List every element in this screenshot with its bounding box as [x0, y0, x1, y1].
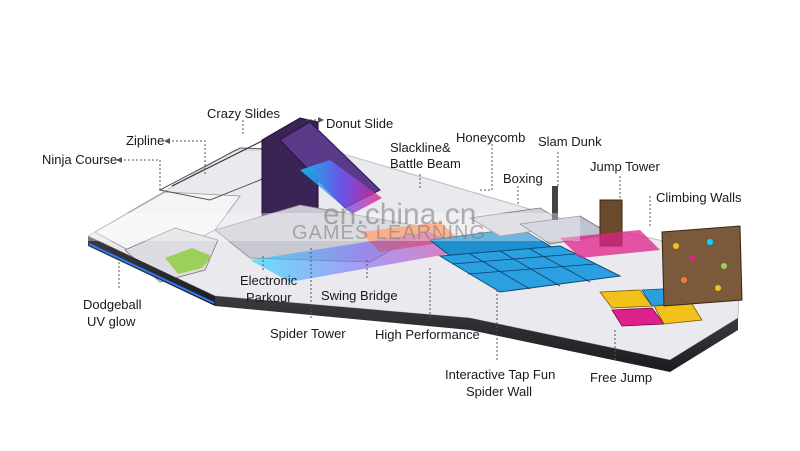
label-crazy-slides: Crazy Slides — [207, 106, 280, 121]
label-ninja-course: Ninja Course — [42, 152, 118, 167]
label-climbing-walls: Climbing Walls — [656, 190, 742, 205]
label-high-performance: High Performance — [375, 327, 480, 342]
label-electronic-line2: Parkour — [246, 290, 292, 305]
label-dodgeball-line1: Dodgeball — [83, 297, 142, 312]
climbing-walls — [661, 225, 743, 307]
left-wall-glow — [88, 243, 215, 304]
label-dodgeball-line2: UV glow — [87, 314, 136, 329]
label-electronic-line1: Electronic — [240, 273, 298, 288]
label-slam-dunk: Slam Dunk — [538, 134, 602, 149]
label-free-jump: Free Jump — [590, 370, 653, 385]
watermark-brand: GAMES LEARNING — [292, 222, 487, 244]
label-zipline: Zipline — [126, 133, 165, 148]
lower-outer-wall — [215, 296, 670, 372]
label-spider-tower: Spider Tower — [270, 326, 346, 341]
label-swing-bridge: Swing Bridge — [321, 288, 398, 303]
watermark-site: en.china.cn — [323, 198, 477, 231]
donut-slide-glow — [300, 160, 382, 214]
label-donut-slide: Donut Slide — [326, 116, 394, 131]
slam-dunk-hoop — [552, 186, 558, 220]
trampoline-grid-lines — [451, 248, 596, 290]
dodgeball-green-court — [165, 248, 212, 274]
zipline-cable — [171, 137, 269, 187]
leader-lines — [118, 119, 651, 362]
right-outer-wall — [670, 318, 738, 372]
label-interactive-line2: Spider Wall — [466, 384, 532, 399]
neon-floor-strip — [250, 232, 470, 282]
climbing-holds — [673, 239, 727, 291]
label-honeycomb: Honeycomb — [456, 130, 526, 145]
label-slackline-line2: Battle Beam — [390, 156, 461, 171]
label-interactive-line1: Interactive Tap Fun — [445, 367, 556, 382]
label-boxing: Boxing — [503, 171, 543, 186]
jump-tower-platform — [560, 230, 660, 258]
label-slackline-line1: Slackline& — [390, 140, 451, 155]
arrowheads — [116, 117, 324, 163]
watermark-band — [80, 213, 580, 241]
label-jump-tower: Jump Tower — [590, 159, 660, 174]
